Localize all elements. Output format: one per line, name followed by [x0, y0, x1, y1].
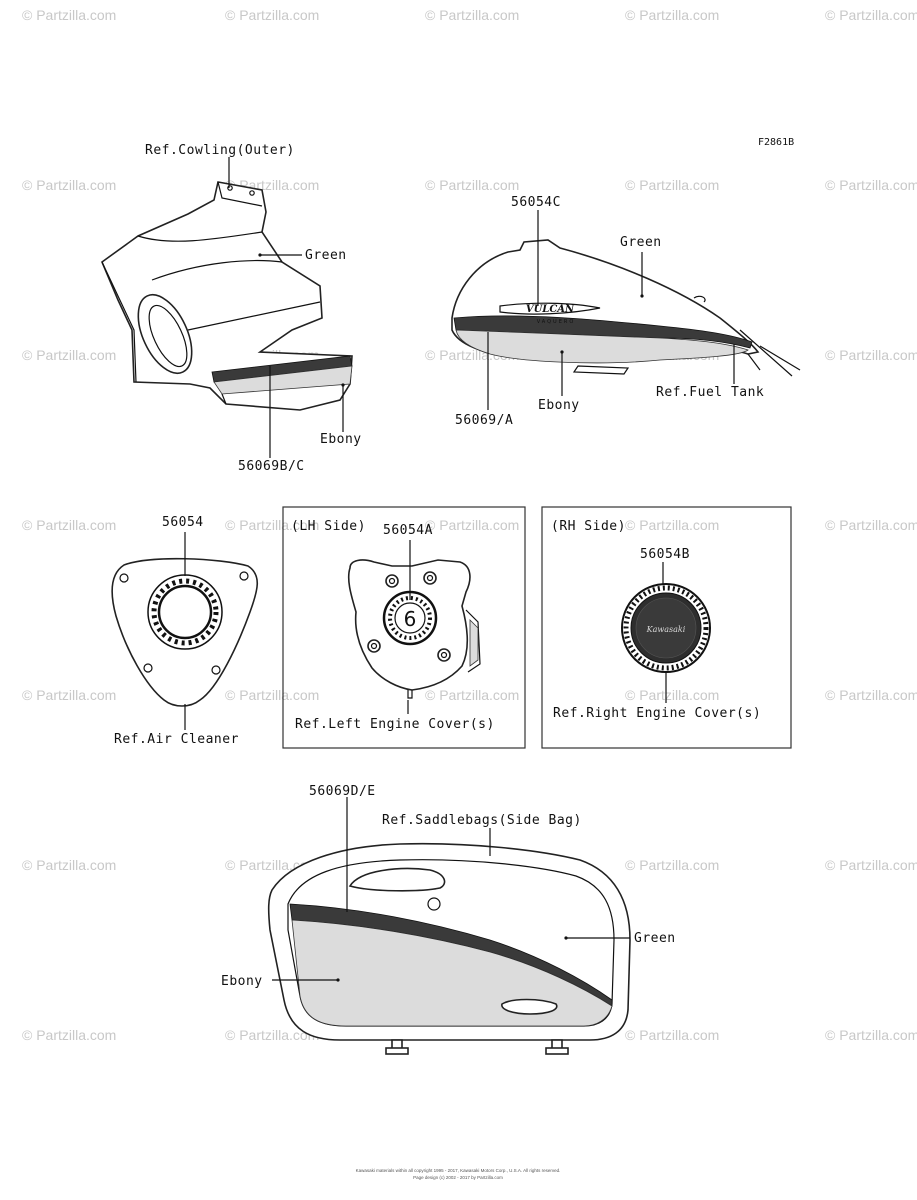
- fuel-tank-illustration: VULCAN VAQUERO: [451, 239, 801, 377]
- saddlebag-illustration: [267, 842, 631, 1055]
- watermark: © Partzilla.com: [825, 7, 917, 23]
- watermark: © Partzilla.com: [425, 687, 519, 703]
- leader-dot: [336, 978, 340, 982]
- label-rh-ref: Ref.Right Engine Cover(s): [553, 706, 761, 721]
- label-bag-ref: Ref.Saddlebags(Side Bag): [382, 813, 582, 828]
- left-engine-cover-illustration: 6: [347, 559, 481, 699]
- watermark: © Partzilla.com: [22, 177, 116, 193]
- watermark: © Partzilla.com: [225, 7, 319, 23]
- label-cowling-ebony: Ebony: [320, 432, 362, 447]
- footer-design: Page design (c) 2002 - 2017 by Partzilla…: [413, 1175, 503, 1180]
- cowling-illustration: [101, 181, 353, 411]
- label-tank-part-bottom: 56069/A: [455, 413, 513, 428]
- label-cowling-green: Green: [305, 248, 347, 263]
- watermark: © Partzilla.com: [625, 857, 719, 873]
- label-rh-part: 56054B: [640, 547, 690, 562]
- watermark: © Partzilla.com: [22, 347, 116, 363]
- watermark: © Partzilla.com: [425, 517, 519, 533]
- label-rh-side: (RH Side): [551, 519, 626, 534]
- label-tank-part-top: 56054C: [511, 195, 561, 210]
- label-cowling-part: 56069B/C: [238, 459, 305, 474]
- label-lh-ref: Ref.Left Engine Cover(s): [295, 717, 495, 732]
- watermark: © Partzilla.com: [22, 1027, 116, 1043]
- rh-logo-text: Kawasaki: [646, 625, 686, 634]
- watermark: © Partzilla.com: [425, 7, 519, 23]
- lh-gear-numeral: 6: [404, 607, 417, 631]
- watermark: © Partzilla.com: [225, 517, 319, 533]
- watermark: © Partzilla.com: [22, 517, 116, 533]
- label-bag-part: 56069D/E: [309, 784, 376, 799]
- rh-side-panel: [541, 506, 792, 749]
- air-cleaner-illustration: [111, 557, 259, 707]
- label-air-part: 56054: [162, 515, 204, 530]
- tank-logo-subtext: VAQUERO: [537, 319, 576, 325]
- watermark: © Partzilla.com: [625, 177, 719, 193]
- leader-dot: [341, 383, 345, 387]
- label-lh-side: (LH Side): [291, 519, 366, 534]
- label-tank-ref: Ref.Fuel Tank: [656, 385, 764, 400]
- watermark: © Partzilla.com: [825, 857, 917, 873]
- watermark: © Partzilla.com: [825, 687, 917, 703]
- watermark: © Partzilla.com: [625, 687, 719, 703]
- watermark: © Partzilla.com: [625, 7, 719, 23]
- right-engine-cover-illustration: Kawasaki: [621, 583, 711, 673]
- diagram-code: F2861B: [758, 137, 794, 148]
- watermark: © Partzilla.com: [225, 1027, 319, 1043]
- label-bag-ebony: Ebony: [221, 974, 263, 989]
- label-bag-green: Green: [634, 931, 676, 946]
- watermark: © Partzilla.com: [825, 347, 917, 363]
- watermark: © Partzilla.com: [825, 177, 917, 193]
- watermark: © Partzilla.com: [225, 687, 319, 703]
- leader-dot: [640, 294, 644, 298]
- watermark: © Partzilla.com: [22, 857, 116, 873]
- label-tank-ebony: Ebony: [538, 398, 580, 413]
- label-cowling-ref: Ref.Cowling(Outer): [145, 143, 295, 158]
- label-air-ref: Ref.Air Cleaner: [114, 732, 239, 747]
- watermark: © Partzilla.com: [825, 1027, 917, 1043]
- footer-copyright: Kawasaki materials within all copyright …: [356, 1168, 561, 1173]
- watermark: © Partzilla.com: [625, 517, 719, 533]
- lh-side-panel: [282, 506, 526, 749]
- leader-dot: [258, 253, 262, 257]
- leader-dot: [560, 350, 564, 354]
- leader-dot: [564, 936, 568, 940]
- watermark: © Partzilla.com: [22, 7, 116, 23]
- label-tank-green: Green: [620, 235, 662, 250]
- watermark: © Partzilla.com: [625, 1027, 719, 1043]
- watermark: © Partzilla.com: [425, 177, 519, 193]
- watermark: © Partzilla.com: [825, 517, 917, 533]
- watermark: © Partzilla.com: [22, 687, 116, 703]
- tank-logo-text: VULCAN: [526, 304, 575, 315]
- label-lh-part: 56054A: [383, 523, 433, 538]
